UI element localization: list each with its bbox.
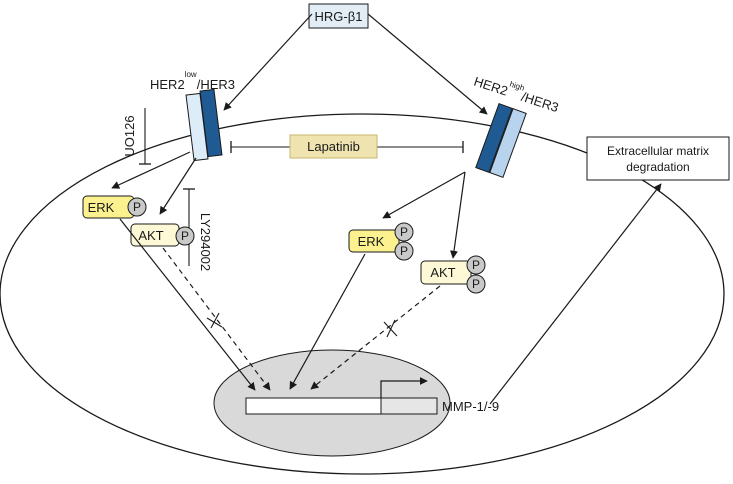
arrow-erk-right-to-gene (289, 253, 366, 390)
block-mark-right (383, 319, 398, 338)
erk-left-phospho-label: P (133, 200, 141, 214)
cell-membrane (0, 113, 725, 475)
ligand-box: HRG-β1 (308, 3, 369, 29)
akt-right-phospho-1-label: P (472, 258, 480, 272)
erk-left: ERK P (82, 195, 147, 219)
akt-right-phospho-2 (466, 274, 486, 294)
receptor-her2-high: HER2high/HER3 (472, 69, 562, 178)
block-mark-left (206, 312, 223, 329)
erk-right-phospho-1-label: P (400, 225, 408, 239)
receptor-her2-low: HER2low/HER3 (150, 70, 235, 162)
uo126-inhibitor: UO126 (122, 108, 151, 165)
arrow-high-to-akt (450, 171, 466, 259)
erk-right-phospho-2 (394, 241, 414, 261)
lapatinib-inhibitor: Lapatinib (230, 134, 464, 159)
ligand-arrow-right (367, 13, 488, 115)
her3-low-label: /HER3 (197, 77, 235, 92)
her3-high-label: /HER3 (519, 89, 560, 115)
akt-right: AKT P P (420, 255, 486, 294)
svg-text:HER2low/HER3: HER2low/HER3 (150, 70, 235, 92)
ecm-line1: Extracellular matrix (607, 144, 709, 158)
arrow-high-to-erk (382, 171, 466, 219)
arrow-akt-right-to-gene (310, 285, 441, 390)
akt-left: AKT P (130, 223, 195, 247)
erk-right-phospho-1 (394, 222, 414, 242)
erk-right-label: ERK (358, 234, 385, 249)
erk-right: ERK P P (348, 222, 414, 261)
erk-left-label: ERK (88, 200, 115, 215)
her2-low-label: HER2 (150, 77, 185, 92)
her2-high-label: HER2 (472, 74, 510, 99)
akt-right-phospho-2-label: P (472, 277, 480, 291)
uo126-label: UO126 (122, 115, 137, 156)
akt-left-phospho-label: P (181, 229, 189, 243)
akt-right-label: AKT (430, 265, 455, 280)
erk-right-phospho-2-label: P (400, 244, 408, 258)
ligand-arrow-left (223, 13, 313, 111)
her2-low-level: low (185, 70, 197, 79)
her2-high-level: high (508, 80, 525, 93)
gene-label: MMP-1/-9 (442, 399, 499, 414)
mmp-gene: MMP-1/-9 (245, 377, 499, 415)
arrow-low-to-akt (159, 157, 197, 215)
arrow-erk-left-to-gene (119, 218, 256, 391)
lapatinib-label: Lapatinib (307, 139, 360, 154)
erk-left-phospho (127, 197, 147, 217)
arrow-gene-to-ecm (489, 183, 662, 405)
ly294002-label: LY294002 (198, 213, 213, 271)
akt-left-label: AKT (138, 228, 163, 243)
akt-left-phospho (175, 226, 195, 246)
svg-text:HER2high/HER3: HER2high/HER3 (472, 69, 562, 115)
arrow-low-to-erk (111, 151, 191, 189)
ligand-label: HRG-β1 (315, 9, 363, 24)
ecm-degradation-box: Extracellular matrix degradation (586, 136, 730, 181)
arrow-akt-left-to-gene (162, 247, 271, 391)
ecm-line2: degradation (626, 160, 689, 174)
akt-right-phospho-1 (466, 255, 486, 275)
